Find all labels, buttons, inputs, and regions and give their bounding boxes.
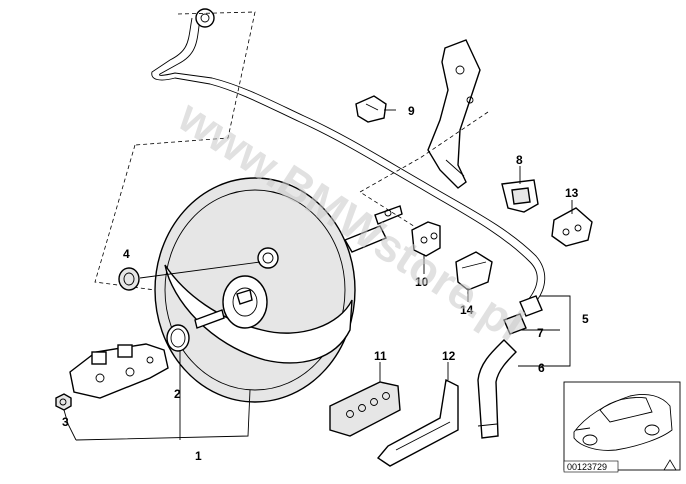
hose-end-fitting (195, 8, 215, 28)
callout-10: 10 (415, 275, 429, 289)
part-12-bracket-strip (376, 378, 459, 467)
triangle-icon (663, 459, 677, 471)
part-10-bracket (411, 221, 441, 257)
callout-8: 8 (516, 153, 523, 167)
callout-13: 13 (565, 186, 579, 200)
callout-5: 5 (582, 312, 589, 326)
callout-4: 4 (123, 247, 130, 261)
leader-lines (63, 109, 573, 441)
callout-1: 1 (195, 449, 202, 463)
callout-6: 6 (538, 361, 545, 375)
callout-3: 3 (62, 415, 69, 429)
part-14-hose-holder (455, 251, 493, 291)
master-cylinder (69, 343, 169, 399)
callout-11: 11 (374, 349, 387, 363)
catalog-number: 00123729 (567, 462, 607, 472)
thumbnail-box: 00123729 (563, 381, 681, 473)
booster-stud-2 (236, 289, 253, 305)
hose-clamp (519, 295, 543, 317)
brake-pedal (427, 39, 481, 189)
brake-booster (154, 177, 403, 403)
callout-12: 12 (442, 349, 456, 363)
part-8-clip (501, 179, 539, 213)
part-6-hose (477, 339, 517, 439)
callout-9: 9 (408, 104, 415, 118)
part-9-clip (355, 95, 387, 123)
part-11-holder (329, 381, 401, 437)
callout-7: 7 (537, 326, 544, 340)
part-3-nut (55, 393, 72, 411)
part-7-clamp (503, 313, 527, 335)
car-silhouette-icon (573, 394, 673, 451)
pushrod (343, 225, 387, 253)
callouts: 1 2 3 4 5 6 7 8 9 10 11 12 13 14 (62, 104, 589, 463)
clevis (374, 205, 403, 225)
part-4-grommet (118, 267, 140, 291)
vacuum-hose (151, 8, 546, 317)
callout-14: 14 (460, 303, 474, 317)
part-13-plate (551, 207, 593, 247)
booster-stud (194, 309, 225, 329)
part-2-seal-ring (166, 324, 190, 352)
callout-2: 2 (174, 387, 181, 401)
dashed-frame-upper (94, 11, 256, 293)
